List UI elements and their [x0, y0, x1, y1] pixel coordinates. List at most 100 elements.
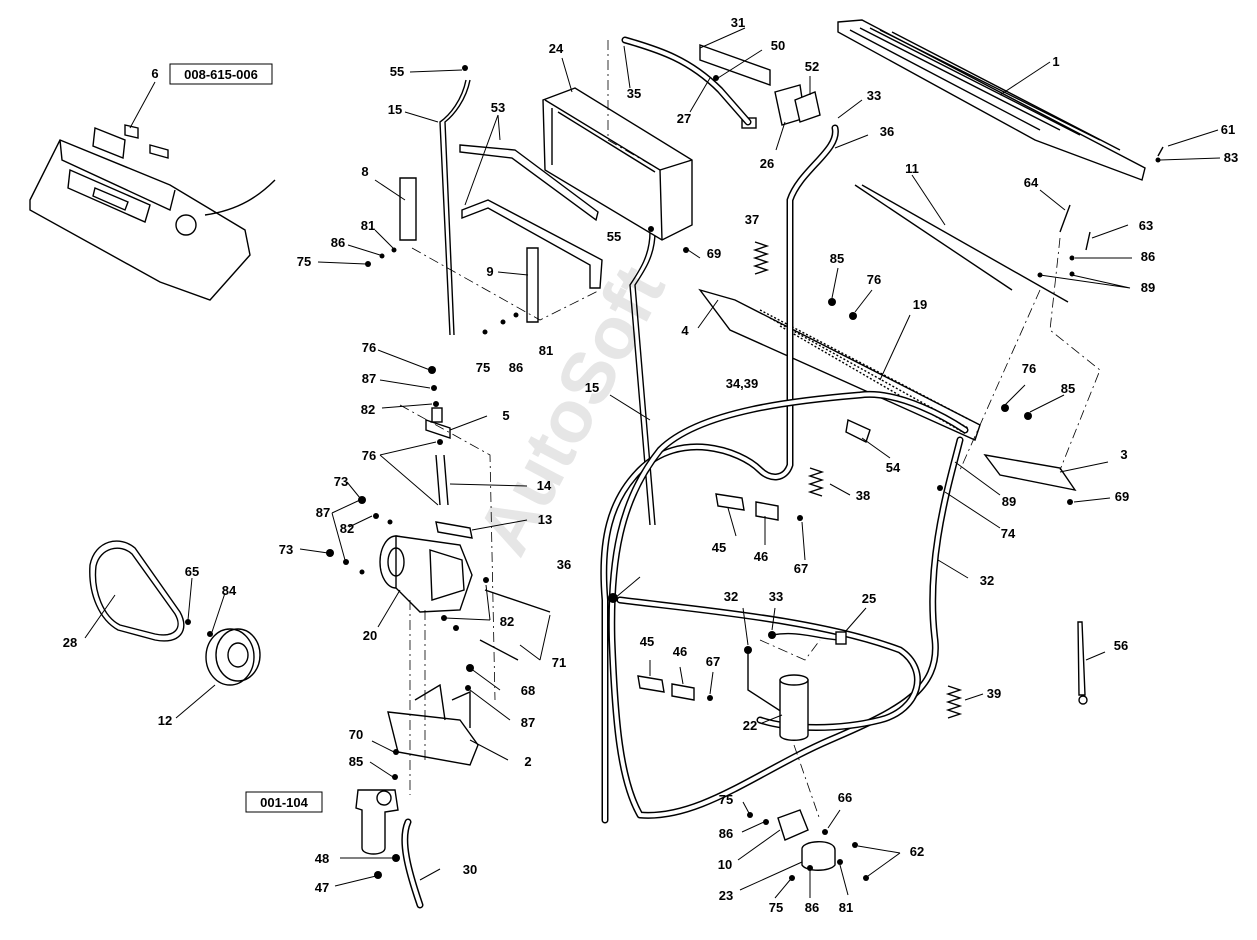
hose-35-part — [621, 36, 752, 126]
label-87a: 87 — [362, 371, 376, 386]
label-89b: 89 — [1002, 494, 1016, 509]
leader-lines — [84, 27, 1221, 899]
label-24: 24 — [549, 41, 564, 56]
label-75a: 75 — [297, 254, 311, 269]
bracket-8-part — [399, 177, 417, 241]
assembly-lines — [399, 40, 1101, 821]
label-19: 19 — [913, 297, 927, 312]
receiver-drier-22-part — [779, 674, 809, 741]
label-70: 70 — [349, 727, 363, 742]
label-22: 22 — [743, 718, 757, 733]
label-75b: 75 — [476, 360, 490, 375]
block-45b-part — [637, 675, 665, 693]
label-9: 9 — [486, 264, 493, 279]
mount-bracket-2-part — [387, 683, 479, 766]
label-61: 61 — [1221, 122, 1235, 137]
label-34-39: 34,39 — [726, 376, 759, 391]
evaporator-24-part — [542, 87, 693, 241]
label-62: 62 — [910, 844, 924, 859]
belt-28-part — [89, 540, 185, 642]
label-82a: 82 — [361, 402, 375, 417]
label-45b: 45 — [640, 634, 654, 649]
label-66: 66 — [838, 790, 852, 805]
label-32b: 32 — [980, 573, 994, 588]
label-23: 23 — [719, 888, 733, 903]
pin-64-part — [1059, 204, 1071, 233]
block-45a-part — [715, 493, 745, 511]
label-84: 84 — [222, 583, 237, 598]
spring-38-part — [807, 467, 825, 497]
label-33b: 33 — [867, 88, 881, 103]
ref-box-bottom-left-text: 001-104 — [260, 795, 308, 810]
label-11: 11 — [905, 161, 919, 176]
bracket-53-part — [459, 144, 603, 289]
label-53: 53 — [491, 100, 505, 115]
label-68: 68 — [521, 683, 535, 698]
label-76c: 76 — [867, 272, 881, 287]
fitting-5-part — [425, 419, 451, 439]
label-86e: 86 — [805, 900, 819, 915]
label-69a: 69 — [707, 246, 721, 261]
label-83: 83 — [1224, 150, 1238, 165]
label-81c: 81 — [839, 900, 853, 915]
label-63: 63 — [1139, 218, 1153, 233]
label-73a: 73 — [334, 474, 348, 489]
ref-box-top-left-text: 008-615-006 — [184, 67, 258, 82]
label-55a: 55 — [390, 64, 404, 79]
label-2: 2 — [524, 754, 531, 769]
label-46a: 46 — [754, 549, 768, 564]
block-46a-part — [755, 501, 779, 521]
block-46b-part — [671, 683, 695, 701]
label-30: 30 — [463, 862, 477, 877]
label-74: 74 — [1001, 526, 1016, 541]
spring-37-part — [752, 241, 770, 275]
label-85a: 85 — [830, 251, 844, 266]
label-87c: 87 — [521, 715, 535, 730]
label-75d: 75 — [769, 900, 783, 915]
hardware-dots — [185, 65, 1161, 881]
label-35: 35 — [627, 86, 641, 101]
label-20: 20 — [363, 628, 377, 643]
bracket-9-part — [526, 247, 539, 323]
label-25: 25 — [862, 591, 876, 606]
label-10: 10 — [718, 857, 732, 872]
label-36b: 36 — [880, 124, 894, 139]
label-1: 1 — [1052, 54, 1059, 69]
label-36a: 36 — [557, 557, 571, 572]
cable-tie-56-part — [1077, 621, 1086, 696]
label-69b: 69 — [1115, 489, 1129, 504]
label-64: 64 — [1024, 175, 1039, 190]
label-73b: 73 — [279, 542, 293, 557]
label-14: 14 — [537, 478, 552, 493]
rod-11-part — [854, 184, 1013, 291]
label-85c: 85 — [349, 754, 363, 769]
spring-39-part — [945, 685, 963, 719]
label-8: 8 — [361, 164, 368, 179]
label-32a: 32 — [724, 589, 738, 604]
label-46b: 46 — [673, 644, 687, 659]
label-76d: 76 — [1022, 361, 1036, 376]
pump-001-104-part — [355, 789, 399, 855]
label-75c: 75 — [719, 792, 733, 807]
label-28: 28 — [63, 635, 77, 650]
label-86b: 86 — [509, 360, 523, 375]
ref-box-bottom-left — [245, 791, 323, 813]
dashboard-console-part — [29, 124, 276, 301]
label-54: 54 — [886, 460, 901, 475]
label-86a: 86 — [331, 235, 345, 250]
label-27: 27 — [677, 111, 691, 126]
label-65: 65 — [185, 564, 199, 579]
callout-labels: 1 2 3 4 5 6 8 9 10 11 12 13 14 15 15 19 … — [63, 15, 1238, 915]
label-45a: 45 — [712, 540, 726, 555]
hose-33-part — [771, 632, 843, 641]
label-81b: 81 — [539, 343, 553, 358]
label-56: 56 — [1114, 638, 1128, 653]
watermark: AutoSoft — [461, 253, 681, 568]
clamp-23-part — [801, 841, 836, 871]
label-71: 71 — [552, 655, 566, 670]
label-67a: 67 — [794, 561, 808, 576]
label-13: 13 — [538, 512, 552, 527]
bracket-3-part — [983, 454, 1077, 492]
